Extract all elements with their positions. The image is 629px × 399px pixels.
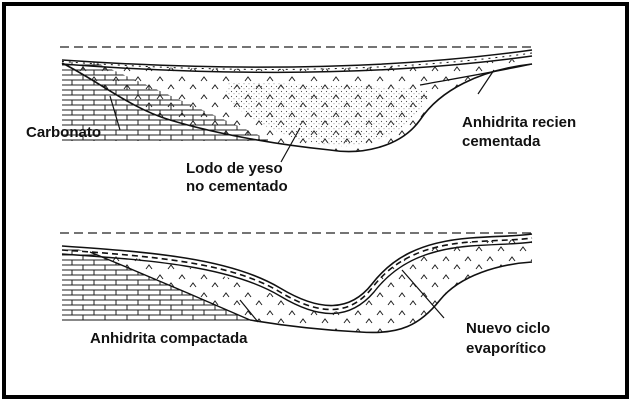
bottom-crust-inner bbox=[61, 241, 533, 315]
top-section bbox=[58, 46, 533, 163]
bottom-carbonate-wedge bbox=[62, 246, 250, 320]
bottom-basin-floor bbox=[249, 261, 533, 334]
label-cementada: cementada bbox=[462, 133, 541, 150]
bottom-crust-outer bbox=[61, 233, 533, 307]
bottom-crust-dashed bbox=[61, 237, 533, 311]
label-nuevo-ciclo: Nuevo ciclo bbox=[466, 320, 551, 337]
bottom-section bbox=[60, 232, 533, 334]
label-lodo-de-yeso: Lodo de yeso bbox=[186, 160, 283, 177]
top-crust-lower bbox=[61, 55, 533, 74]
top-dotted-mud bbox=[226, 82, 430, 147]
label-carbonato: Carbonato bbox=[26, 124, 101, 141]
top-crust-upper bbox=[61, 49, 533, 68]
bottom-anhydrite-fill bbox=[90, 238, 532, 333]
label-anhidrita-recien: Anhidrita recien bbox=[462, 114, 577, 131]
top-basin-floor bbox=[61, 62, 533, 153]
label-anhidrita-compactada: Anhidrita compactada bbox=[90, 330, 248, 347]
label-no-cementado: no cementado bbox=[186, 178, 288, 195]
label-evaporitico: evaporítico bbox=[466, 340, 547, 357]
